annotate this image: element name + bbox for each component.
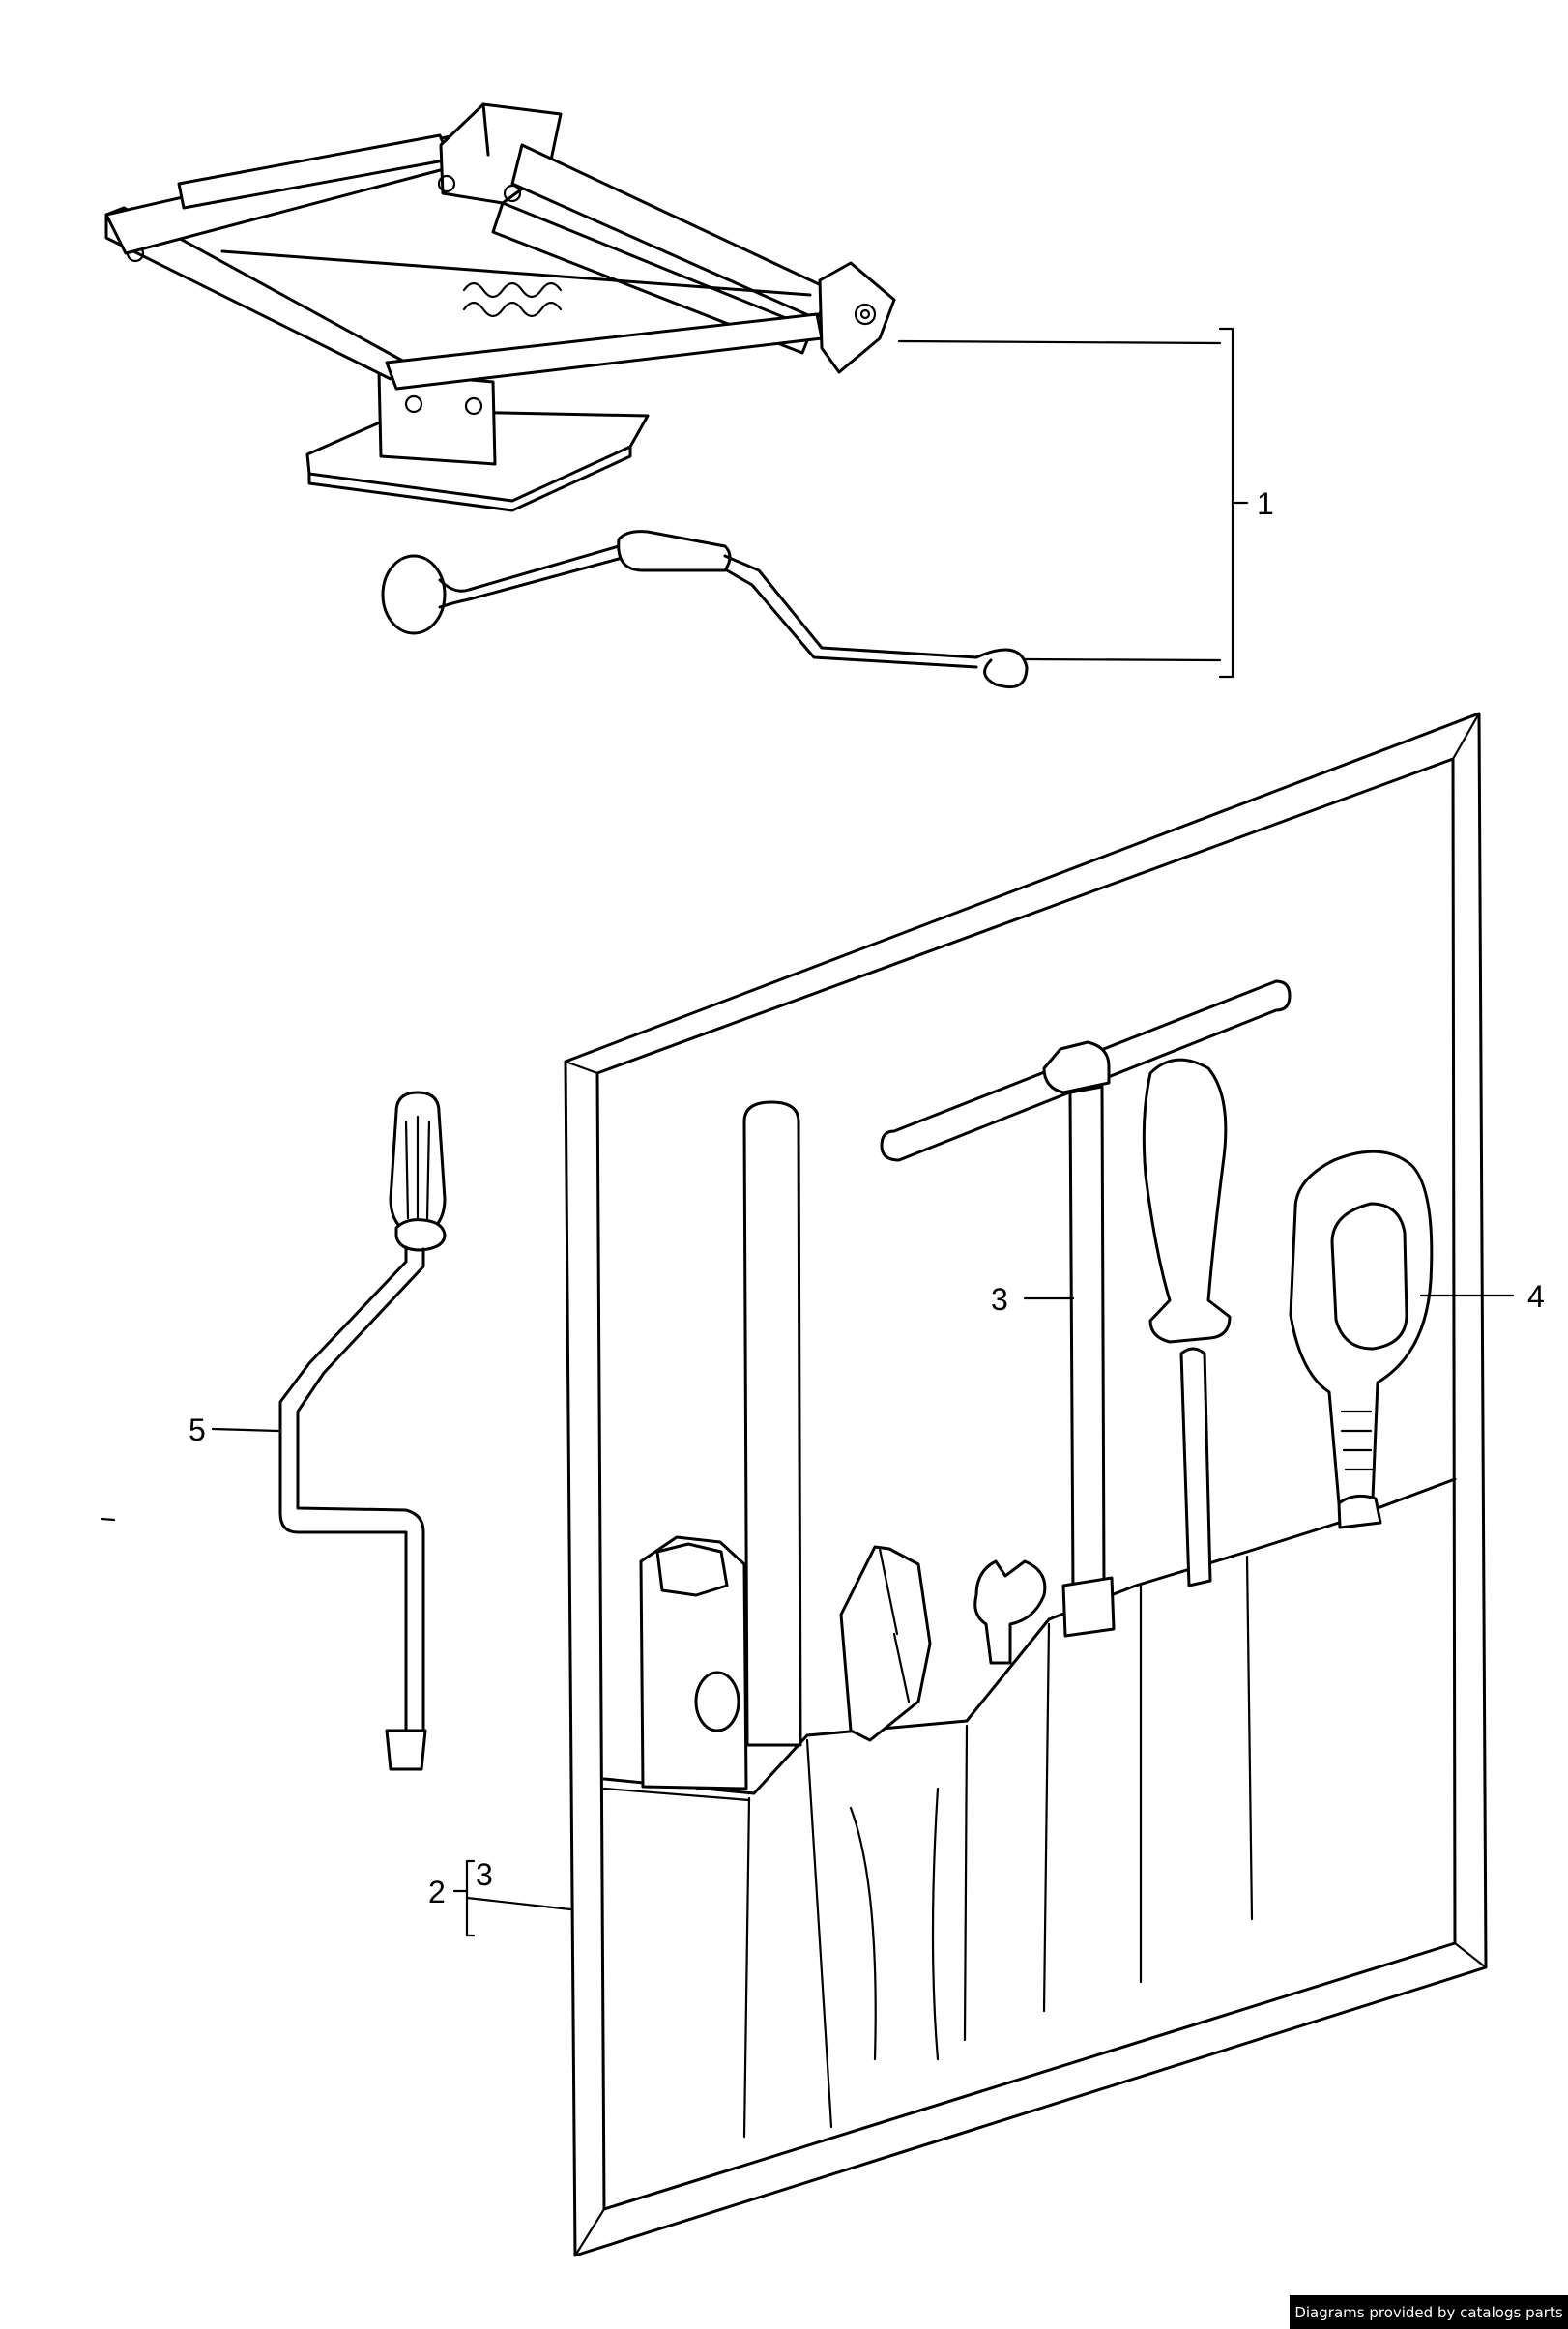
callout-label-2-sub: 3 xyxy=(476,1857,493,1892)
callout-2-bracket xyxy=(452,1859,572,1937)
callout-5-leader xyxy=(211,1427,280,1433)
tool-board xyxy=(564,712,1488,2257)
credit-banner: Diagrams provided by catalogs parts xyxy=(1290,2295,1568,2329)
callout-1-bracket xyxy=(897,327,1249,679)
callout-label-5: 5 xyxy=(189,1412,206,1447)
t-handle-wrench xyxy=(880,979,1292,1638)
callout-label-1: 1 xyxy=(1257,486,1274,521)
towing-eye xyxy=(1289,1150,1434,1529)
tool-pouch xyxy=(602,1477,1457,2139)
scissor-jack xyxy=(104,102,896,512)
pliers xyxy=(839,1545,932,1742)
jack-crank-handle xyxy=(381,530,1029,689)
callout-label-2: 2 xyxy=(428,1875,446,1909)
box-spanner xyxy=(639,1535,748,1790)
tube-bar xyxy=(742,1100,802,1747)
screwdriver xyxy=(1142,1058,1232,1587)
stray-mark xyxy=(100,1517,116,1522)
callout-label-3: 3 xyxy=(991,1282,1008,1317)
crank-brace xyxy=(278,1091,447,1771)
open-end-wrench xyxy=(973,1559,1047,1665)
callout-label-4: 4 xyxy=(1527,1279,1545,1314)
